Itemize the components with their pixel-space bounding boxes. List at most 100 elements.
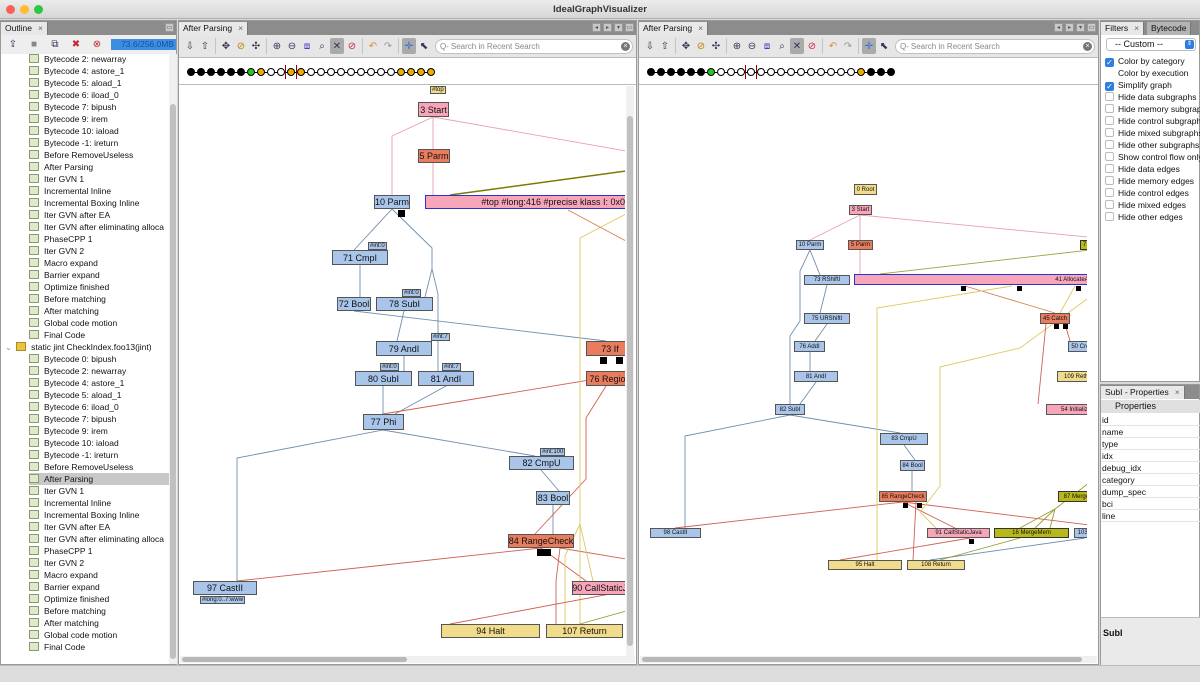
filter-item[interactable]: Hide data subgraphs [1105, 91, 1196, 103]
timeline-dot[interactable] [377, 68, 385, 76]
outline-item[interactable]: After matching [29, 617, 169, 629]
remove-icon[interactable]: ✖ [71, 39, 81, 50]
shrink-diff-icon[interactable]: ⇧ [660, 40, 670, 52]
graph-node[interactable]: 76 AddI [794, 341, 825, 352]
outline-item[interactable]: Macro expand [29, 569, 169, 581]
timeline-dot[interactable] [287, 68, 295, 76]
graph-node[interactable]: 54 Initialize [1046, 404, 1087, 415]
show-all-icon[interactable]: ✣ [711, 40, 721, 52]
extract-node-icon[interactable]: ✥ [681, 40, 691, 52]
outline-item[interactable]: Iter GVN 1 [29, 485, 169, 497]
close-tab-icon[interactable]: × [37, 23, 43, 33]
outline-item[interactable]: Iter GVN after eliminating alloca [29, 533, 169, 545]
minimize-panel-button[interactable]: ▭ [165, 23, 174, 32]
outline-item[interactable]: After Parsing [29, 161, 169, 173]
timeline-dot[interactable] [397, 68, 405, 76]
outline-scrollbar[interactable] [169, 54, 177, 664]
outline-item[interactable]: Incremental Boxing Inline [29, 509, 169, 521]
graph-node[interactable]: 81 AndI [418, 371, 474, 386]
clear-search-icon[interactable]: × [1083, 41, 1092, 51]
shrink-diff-icon[interactable]: ⇧ [200, 40, 210, 52]
outline-item[interactable]: Before RemoveUseless [29, 149, 169, 161]
timeline-dot[interactable] [877, 68, 885, 76]
filter-checkbox[interactable]: ✓ [1105, 82, 1114, 91]
filter-item[interactable]: Hide other subgraphs [1105, 139, 1199, 151]
filter-checkbox[interactable] [1105, 176, 1114, 185]
outline-item[interactable]: PhaseCPP 1 [29, 233, 169, 245]
outline-item[interactable]: Bytecode 5: aload_1 [29, 77, 169, 89]
clear-search-icon[interactable]: × [621, 41, 630, 51]
graph-node[interactable]: 91 CallStaticJava [927, 528, 990, 538]
outline-item[interactable]: Final Code [29, 641, 169, 653]
outline-item[interactable]: After matching [29, 305, 169, 317]
timeline-dot[interactable] [667, 68, 675, 76]
timeline-dot[interactable] [367, 68, 375, 76]
outline-item[interactable]: Bytecode 4: astore_1 [29, 65, 169, 77]
hide-node-icon[interactable]: ⊘ [236, 40, 246, 52]
outline-item[interactable]: Bytecode 10: iaload [29, 437, 169, 449]
graph-node[interactable]: 41 AllocateArray [854, 274, 1087, 285]
outline-item[interactable]: Incremental Boxing Inline [29, 197, 169, 209]
maximize-panel-button[interactable]: ▭ [625, 23, 634, 32]
vertical-scrollbar[interactable] [626, 86, 634, 656]
timeline-dot[interactable] [727, 68, 735, 76]
outline-item[interactable]: Bytecode 2: newarray [29, 54, 169, 65]
scroll-tabs-right-button[interactable]: ▸ [1065, 23, 1074, 32]
timeline-dot[interactable] [797, 68, 805, 76]
outline-item[interactable]: Incremental Inline [29, 497, 169, 509]
pan-mode-icon[interactable]: ✛ [402, 38, 416, 54]
timeline-dot[interactable] [787, 68, 795, 76]
zoom-window-button[interactable] [34, 5, 43, 14]
tab-filters[interactable]: Filters× [1101, 22, 1145, 35]
outline-item[interactable]: Bytecode 10: iaload [29, 125, 169, 137]
outline-item[interactable]: Bytecode 6: iload_0 [29, 401, 169, 413]
graph-node[interactable]: 109 Rethrow [1057, 371, 1087, 382]
timeline-dot[interactable] [697, 68, 705, 76]
redo-icon[interactable]: ↷ [383, 40, 393, 52]
graph-node[interactable]: 73 If [586, 341, 625, 356]
timeline-range-start[interactable] [285, 65, 286, 79]
close-tab-icon[interactable]: × [698, 23, 704, 33]
graph-node[interactable]: 45 Catch [1040, 313, 1070, 324]
outline-item[interactable]: Iter GVN 1 [29, 173, 169, 185]
timeline-dot[interactable] [297, 68, 305, 76]
filter-profile-select[interactable]: -- Custom -- ⇕ [1106, 38, 1196, 51]
import-icon[interactable]: ⇪ [8, 39, 18, 50]
zoom-to-selection-icon[interactable]: ⧈ [303, 40, 311, 52]
select-mode-icon[interactable]: ⬉ [879, 40, 889, 52]
graph-node[interactable]: 5 Parm [418, 149, 450, 163]
expand-diff-icon[interactable]: ⇩ [185, 40, 195, 52]
scrollbar-thumb[interactable] [182, 657, 407, 662]
filter-item[interactable]: Hide other edges [1105, 211, 1183, 223]
timeline-dot[interactable] [677, 68, 685, 76]
outline-item[interactable]: Bytecode 5: aload_1 [29, 389, 169, 401]
graph-node[interactable]: #top #long:416 #precise klass I: 0x00 [425, 195, 625, 209]
timeline-dot[interactable] [217, 68, 225, 76]
timeline-dot[interactable] [277, 68, 285, 76]
outline-item[interactable]: Bytecode 2: newarray [29, 365, 169, 377]
graph-node[interactable]: 83 Bool [536, 491, 570, 505]
timeline-dot[interactable] [337, 68, 345, 76]
property-row[interactable]: bci [1101, 498, 1200, 510]
graph-node[interactable]: 3 Start [849, 205, 872, 215]
graph-node[interactable]: 50 CreateEx [1068, 341, 1087, 352]
stop-icon[interactable]: ⊘ [807, 40, 817, 52]
save-icon[interactable]: ■ [30, 39, 38, 50]
graph-node[interactable]: 5 Parm [848, 240, 873, 250]
tab-after-parsing[interactable]: After Parsing× [179, 22, 249, 35]
graph-node[interactable]: 10 Parm [374, 195, 410, 209]
expand-diff-icon[interactable]: ⇩ [645, 40, 655, 52]
timeline-dot[interactable] [657, 68, 665, 76]
timeline-dot[interactable] [707, 68, 715, 76]
filter-item[interactable]: Hide control edges [1105, 187, 1189, 199]
timeline-dot[interactable] [387, 68, 395, 76]
tab-list-button[interactable]: ▾ [1076, 23, 1085, 32]
graph-node[interactable]: 82 SubI [775, 404, 805, 415]
graph-node[interactable]: 103 LoadI [1074, 528, 1087, 538]
graph-node[interactable]: 90 CallStaticJava [572, 581, 625, 595]
timeline-dot[interactable] [307, 68, 315, 76]
outline-item[interactable]: Global code motion [29, 629, 169, 641]
remove-all-icon[interactable]: ⊗ [92, 39, 102, 50]
tab-bytecode[interactable]: Bytecode [1147, 22, 1192, 35]
outline-item[interactable]: Before matching [29, 293, 169, 305]
